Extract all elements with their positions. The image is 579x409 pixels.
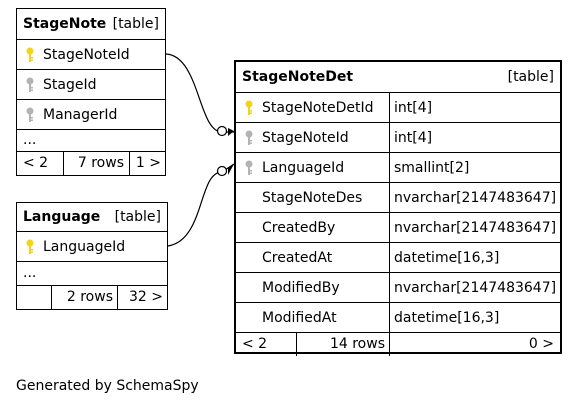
column-row-createdat[interactable]: CreatedAt datetime[16,3]: [236, 242, 560, 272]
relationship-arrowhead: [228, 128, 234, 136]
column-row-stagenotedetid[interactable]: StageNoteDetId int[4]: [236, 92, 560, 122]
column-type: int[4]: [389, 93, 432, 122]
table-name: StageNoteDet: [242, 69, 354, 85]
relationship-language-to-stagenotedet: [167, 163, 235, 247]
column-name: LanguageId: [43, 239, 126, 255]
column-type: smallint[2]: [389, 153, 469, 182]
footer-row-count: 7 rows: [77, 155, 124, 171]
column-name: StageNoteDetId: [262, 100, 374, 116]
table-header: StageNote [table]: [17, 9, 165, 39]
footer-children: 0 >: [389, 333, 560, 356]
foreign-key-icon: [26, 77, 34, 92]
table-type: [table]: [112, 16, 159, 32]
table-footer: < 2 14 rows 0 >: [236, 332, 560, 356]
footer-children-count: 0 >: [528, 336, 554, 352]
table-type: [table]: [114, 209, 161, 225]
column-name: CreatedBy: [262, 220, 336, 236]
footer-parents-count: < 2: [242, 336, 268, 352]
column-name: ModifiedBy: [262, 280, 340, 296]
relationship-optional-marker: [216, 125, 228, 137]
column-row-stageid[interactable]: StageId: [17, 69, 165, 99]
column-name: ManagerId: [43, 107, 118, 123]
column-row-modifiedby[interactable]: ModifiedBy nvarchar[2147483647]: [236, 272, 560, 302]
column-name: StageNoteId: [262, 130, 349, 146]
ellipsis-text: ...: [23, 265, 37, 281]
table-type: [table]: [507, 69, 554, 85]
table-name: StageNote: [23, 16, 107, 32]
footer-parents-count: < 2: [23, 155, 49, 171]
footer-parents: < 2: [236, 333, 296, 356]
relationship-stagenote-to-stagenotedet: [165, 53, 234, 133]
footer-children-count: 32 >: [129, 289, 163, 305]
footer-row-count: 14 rows: [329, 336, 385, 352]
column-row-stagenotedes[interactable]: StageNoteDes nvarchar[2147483647]: [236, 182, 560, 212]
footer-rows: 14 rows: [296, 333, 389, 356]
footer-children: 1 >: [129, 152, 165, 175]
column-type: datetime[16,3]: [389, 303, 499, 332]
table-header: StageNoteDet [table]: [236, 62, 560, 92]
column-row-modifiedat[interactable]: ModifiedAt datetime[16,3]: [236, 302, 560, 332]
column-row-createdby[interactable]: CreatedBy nvarchar[2147483647]: [236, 212, 560, 242]
column-type: nvarchar[2147483647]: [389, 273, 556, 302]
column-row-languageid[interactable]: LanguageId: [17, 231, 167, 261]
table-stagenotedet[interactable]: StageNoteDet [table] StageNoteDetId int[…: [234, 60, 562, 356]
column-name: CreatedAt: [262, 250, 333, 266]
foreign-key-icon: [26, 107, 34, 122]
table-stagenote[interactable]: StageNote [table] StageNoteId StageId Ma…: [16, 8, 166, 176]
relationship-arrowhead: [228, 164, 234, 175]
primary-key-icon: [245, 100, 253, 115]
column-name: LanguageId: [262, 160, 345, 176]
footer-parents: < 2: [17, 152, 63, 175]
column-row-stagenoteid[interactable]: StageNoteId int[4]: [236, 122, 560, 152]
footer-row-count: 2 rows: [66, 289, 113, 305]
table-language[interactable]: Language [table] LanguageId ... 2 rows 3…: [16, 202, 168, 310]
ellipsis-row: ...: [17, 129, 165, 151]
column-name: StageNoteDes: [262, 190, 363, 206]
ellipsis-row: ...: [17, 261, 167, 285]
relationship-optional-marker: [216, 165, 228, 177]
column-name: ModifiedAt: [262, 310, 337, 326]
column-row-languageid[interactable]: LanguageId smallint[2]: [236, 152, 560, 182]
foreign-key-icon: [245, 130, 253, 145]
primary-key-icon: [26, 47, 34, 62]
table-footer: < 2 7 rows 1 >: [17, 151, 165, 175]
footer-parents: [17, 286, 51, 309]
table-name: Language: [23, 209, 101, 225]
column-type: int[4]: [389, 123, 432, 152]
primary-key-icon: [26, 239, 34, 254]
table-header: Language [table]: [17, 203, 167, 231]
column-type: datetime[16,3]: [389, 243, 499, 272]
footer-children: 32 >: [117, 286, 167, 309]
foreign-key-icon: [245, 160, 253, 175]
column-name: StageNoteId: [43, 47, 130, 63]
footer-rows: 2 rows: [51, 286, 117, 309]
column-row-stagenoteid[interactable]: StageNoteId: [17, 39, 165, 69]
column-name: StageId: [43, 77, 97, 93]
footer-children-count: 1 >: [135, 155, 161, 171]
generated-by-caption: Generated by SchemaSpy: [16, 378, 199, 394]
table-footer: 2 rows 32 >: [17, 285, 167, 309]
footer-rows: 7 rows: [63, 152, 129, 175]
column-type: nvarchar[2147483647]: [389, 183, 556, 212]
column-row-managerid[interactable]: ManagerId: [17, 99, 165, 129]
ellipsis-text: ...: [23, 132, 37, 148]
column-type: nvarchar[2147483647]: [389, 213, 556, 242]
